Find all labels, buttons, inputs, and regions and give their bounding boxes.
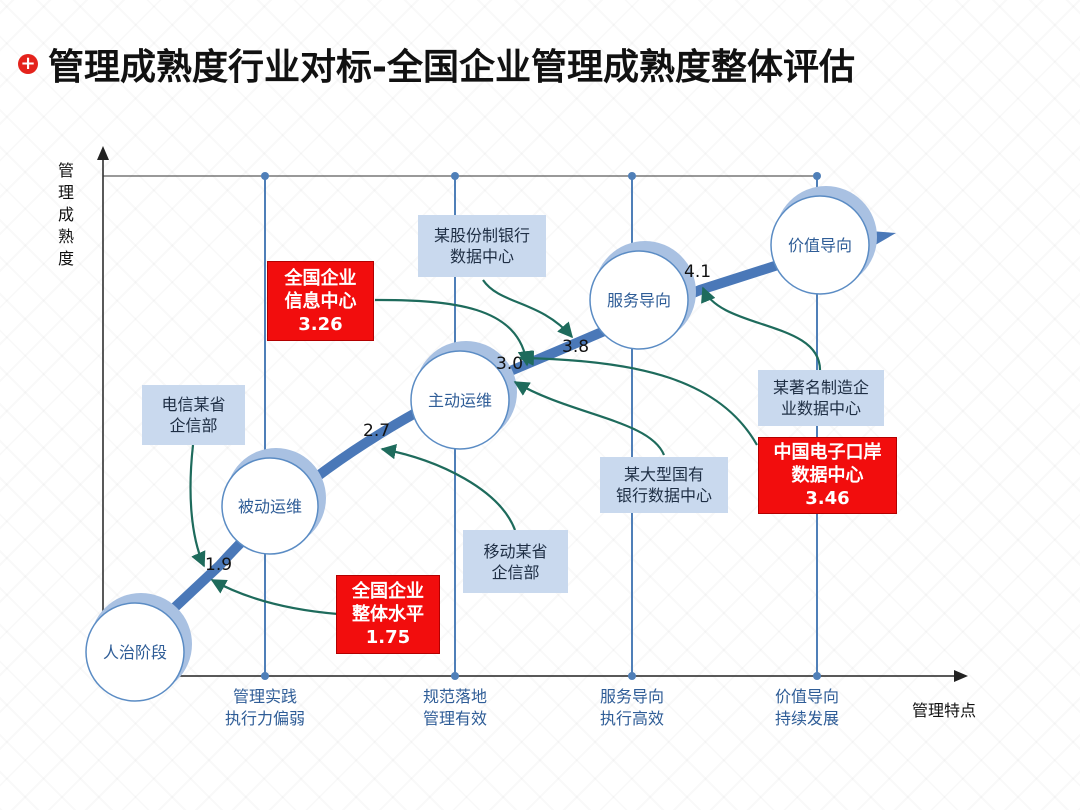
svg-text:执行高效: 执行高效 xyxy=(600,709,664,728)
svg-text:管理有效: 管理有效 xyxy=(423,709,487,728)
benchmark-text: 企信部 xyxy=(169,416,218,435)
highlight-score: 3.46 xyxy=(805,488,850,509)
benchmark-box-mobile: 移动某省 企信部 xyxy=(463,530,568,593)
category-dot xyxy=(813,172,821,180)
highlight-score: 1.75 xyxy=(365,627,411,648)
svg-text:管理实践: 管理实践 xyxy=(233,687,297,706)
x-axis-label: 管理特点 xyxy=(912,701,976,720)
benchmark-text: 电信某省 xyxy=(161,395,226,414)
callout-arrow-china-port xyxy=(518,350,758,446)
category-dot xyxy=(261,672,269,680)
svg-text:成: 成 xyxy=(58,205,74,224)
category-dot xyxy=(261,172,269,180)
stage-label: 服务导向 xyxy=(607,291,671,310)
benchmark-text: 某股份制银行 xyxy=(433,226,530,245)
benchmark-text: 企信部 xyxy=(491,562,540,582)
svg-text:度: 度 xyxy=(58,249,74,268)
benchmark-text: 移动某省 xyxy=(483,541,548,561)
highlight-text: 中国电子口岸 xyxy=(773,442,882,463)
page-title: 管理成熟度行业对标-全国企业管理成熟度整体评估 xyxy=(48,47,855,88)
benchmark-text: 某著名制造企 xyxy=(772,378,869,397)
svg-text:规范落地: 规范落地 xyxy=(423,687,487,706)
score-label: 4.1 xyxy=(684,262,711,282)
callout-arrow-mobile xyxy=(380,444,517,531)
svg-text:管: 管 xyxy=(58,161,74,180)
stage-label: 被动运维 xyxy=(238,497,302,516)
benchmark-text: 某大型国有 xyxy=(623,465,704,484)
highlight-text: 数据中心 xyxy=(791,465,864,486)
benchmark-text: 业数据中心 xyxy=(780,399,861,418)
stage-label: 价值导向 xyxy=(788,236,852,255)
highlight-box-china-port: 中国电子口岸 数据中心 3.46 xyxy=(758,437,897,514)
stage-circle-2: 被动运维 xyxy=(221,448,326,555)
benchmark-box-bank-state: 某大型国有 银行数据中心 xyxy=(600,457,728,513)
highlight-score: 3.26 xyxy=(298,313,343,335)
benchmark-box-manufacturer: 某著名制造企 业数据中心 xyxy=(758,370,884,426)
callout-arrow-manufacturer xyxy=(701,286,822,371)
highlight-box-national-overall: 全国企业 整体水平 1.75 xyxy=(336,575,440,654)
stage-label: 人治阶段 xyxy=(103,643,167,662)
highlight-text: 信息中心 xyxy=(284,290,357,312)
stage-circle-5: 价值导向 xyxy=(770,186,877,295)
callout-arrow-telecom xyxy=(189,444,206,568)
x-category-labels: 管理实践 执行力偏弱 规范落地 管理有效 服务导向 执行高效 价值导向 持续发展 xyxy=(225,687,839,728)
svg-text:熟: 熟 xyxy=(58,227,74,246)
svg-text:价值导向: 价值导向 xyxy=(775,687,839,706)
svg-text:执行力偏弱: 执行力偏弱 xyxy=(225,709,305,728)
plus-circle-icon: + xyxy=(18,54,38,74)
benchmark-text: 数据中心 xyxy=(449,247,514,266)
svg-text:服务导向: 服务导向 xyxy=(600,687,664,706)
benchmark-box-telecom: 电信某省 企信部 xyxy=(142,385,245,445)
stage-circle-3: 主动运维 xyxy=(410,341,517,450)
highlight-text: 全国企业 xyxy=(284,267,357,289)
callout-arrow-national-overall xyxy=(210,579,339,616)
category-dot xyxy=(813,672,821,680)
score-label: 3.8 xyxy=(562,337,589,357)
callout-arrows xyxy=(189,279,822,616)
stage-circle-4: 服务导向 xyxy=(589,241,696,350)
title-bar: + 管理成熟度行业对标-全国企业管理成熟度整体评估 xyxy=(18,38,855,90)
benchmark-text: 银行数据中心 xyxy=(615,486,712,505)
category-dot xyxy=(451,672,459,680)
callout-arrow-bank-state xyxy=(513,381,666,456)
highlight-box-national-info: 全国企业 信息中心 3.26 xyxy=(267,261,374,341)
svg-text:理: 理 xyxy=(58,183,74,202)
callout-arrow-national-info xyxy=(374,298,534,367)
score-label: 1.9 xyxy=(205,555,232,575)
x-axis-arrow-icon xyxy=(954,670,968,682)
benchmark-box-bank-joint: 某股份制银行 数据中心 xyxy=(418,215,546,277)
y-axis-arrow-icon xyxy=(97,146,109,160)
category-dot xyxy=(628,672,636,680)
score-label: 2.7 xyxy=(363,421,390,441)
stage-label: 主动运维 xyxy=(428,391,492,410)
category-dot xyxy=(628,172,636,180)
y-axis-label: 管 理 成 熟 度 xyxy=(58,161,74,268)
score-label: 3.0 xyxy=(496,354,523,374)
callout-arrow-bank-joint xyxy=(482,279,574,339)
highlight-text: 全国企业 xyxy=(352,581,424,602)
svg-text:持续发展: 持续发展 xyxy=(775,709,839,728)
highlight-text: 整体水平 xyxy=(352,604,424,625)
category-dot xyxy=(451,172,459,180)
stage-circle-1: 人治阶段 xyxy=(85,593,192,702)
